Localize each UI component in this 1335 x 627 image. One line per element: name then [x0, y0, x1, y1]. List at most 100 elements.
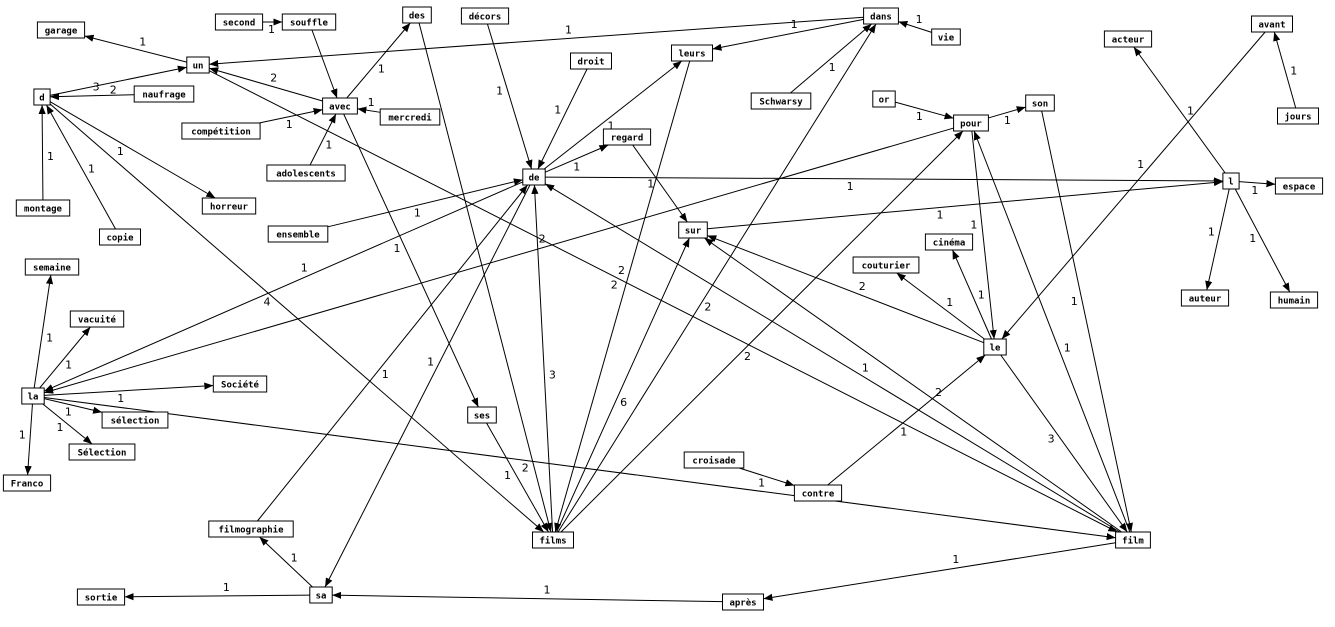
edge-avec-to-ses [343, 113, 479, 408]
edge-weight-label: 1 [573, 160, 580, 173]
edge-film-to-pour [973, 130, 1131, 533]
node-films: films [532, 531, 574, 549]
node-label: contre [802, 490, 835, 500]
node-selection_u: Sélection [68, 443, 136, 461]
node-label: semaine [33, 263, 72, 274]
edge-de-to-la [43, 181, 524, 392]
edge-filmographie-to-de [257, 184, 528, 522]
node-label: droit [577, 57, 604, 68]
edge-weight-label: 1 [946, 296, 953, 309]
edge-schwarsy-to-dans [790, 23, 872, 94]
node-box [602, 128, 652, 146]
node-franco: Franco [2, 474, 52, 492]
node-box [722, 593, 764, 611]
node-label: leurs [678, 50, 705, 60]
node-apres: après [722, 593, 764, 611]
node-label: cinéma [933, 238, 966, 249]
edge-sa-to-sortie [124, 593, 310, 601]
node-box [522, 168, 546, 186]
edge-weight-label: 3 [1048, 432, 1055, 445]
edge-croisade-to-contre [739, 467, 795, 487]
node-label: Franco [11, 480, 44, 490]
node-montage: montage [15, 199, 71, 217]
node-box [101, 411, 169, 429]
node-label: sur [685, 227, 702, 237]
edge-weight-label: 1 [862, 361, 869, 374]
edge-films-to-de [531, 184, 554, 533]
node-label: un [193, 62, 204, 72]
node-label: adolescents [276, 170, 336, 180]
node-label: jours [1284, 112, 1311, 123]
node-box [402, 6, 432, 24]
edge-weight-label: 1 [325, 139, 332, 152]
node-jours: jours [1277, 107, 1319, 125]
node-son: son [1025, 94, 1055, 112]
node-label: le [990, 344, 1001, 354]
node-regard: regard [602, 128, 652, 146]
edge-weight-label: 1 [1071, 295, 1078, 308]
node-label: dans [870, 13, 892, 23]
node-box [68, 443, 136, 461]
node-label: second [223, 19, 256, 29]
edge-jours-to-avant [1273, 31, 1297, 109]
node-naufrage: naufrage [133, 85, 195, 103]
node-ensemble: ensemble [267, 225, 329, 243]
node-second: second [214, 13, 264, 31]
node-box [33, 88, 51, 106]
edge-sur-to-l [707, 178, 1223, 230]
node-vacuite: vacuité [69, 310, 125, 328]
node-box [1274, 177, 1324, 195]
edge-vie-to-dans [898, 20, 932, 33]
edge-des-to-films [418, 22, 553, 533]
node-label: d [39, 94, 44, 104]
node-label: l [1228, 178, 1233, 188]
node-label: compétition [191, 127, 251, 138]
edge-film-to-sur [704, 237, 1122, 533]
node-label: vacuité [78, 315, 117, 326]
edge-weight-label: 1 [647, 177, 654, 190]
edge-pour-to-son [988, 106, 1026, 119]
node-label: croisade [692, 456, 736, 467]
edge-weight-label: 1 [504, 469, 511, 482]
edge-weight-label: 1 [1249, 232, 1256, 245]
node-box [181, 122, 261, 140]
node-label: décors [469, 12, 502, 23]
edge-le-to-sur [707, 235, 984, 344]
edge-avec-to-des [346, 22, 411, 99]
edge-weight-label: 1 [117, 392, 124, 405]
node-decors: décors [460, 7, 510, 25]
node-garage: garage [36, 21, 86, 39]
edge-l-to-auteur [1205, 188, 1230, 291]
node-souffle: souffle [281, 13, 337, 31]
edge-d-to-horreur [49, 101, 216, 199]
node-couturier: couturier [852, 256, 920, 274]
node-box [872, 90, 896, 108]
edge-souffle-to-avec [311, 29, 338, 99]
edge-de-to-l [545, 176, 1223, 185]
edge-weight-label: 1 [565, 23, 572, 36]
edge-weight-label: 1 [496, 85, 503, 98]
edge-weight-label: 1 [393, 242, 400, 255]
node-box [1115, 531, 1151, 549]
node-horreur: horreur [201, 197, 257, 215]
node-box [15, 199, 71, 217]
node-label: sortie [85, 593, 118, 604]
node-sa: sa [309, 586, 333, 604]
node-label: sélection [111, 416, 160, 427]
edge-weight-label: 1 [1251, 184, 1258, 197]
edge-copie-to-d [46, 104, 116, 230]
node-box [532, 531, 574, 549]
edge-weight-label: 1 [916, 13, 923, 26]
node-d: d [33, 88, 51, 106]
node-label: Schwarsy [759, 98, 803, 108]
edge-naufrage-to-d [50, 92, 135, 101]
edge-adolescents-to-avec [309, 113, 337, 166]
node-label: mercredi [388, 113, 432, 124]
node-box [36, 21, 86, 39]
node-box [863, 7, 899, 25]
node-box [924, 233, 974, 251]
edge-regard-to-sur [632, 144, 688, 223]
edge-de-to-leurs [543, 60, 683, 170]
